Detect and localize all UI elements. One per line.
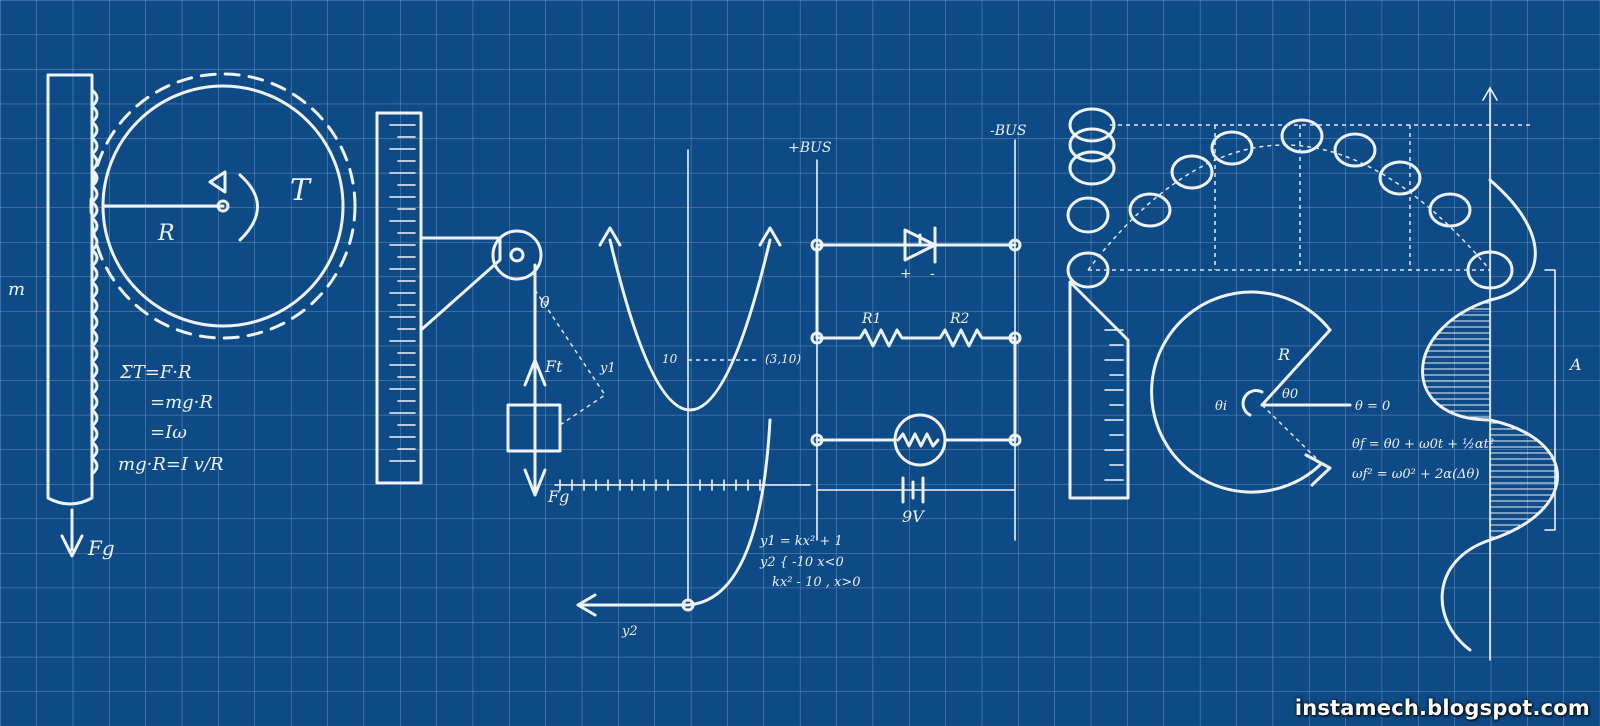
mass-label: m <box>8 279 25 300</box>
rotation-radius-label: R <box>1277 345 1290 364</box>
bus-plus-label: +BUS <box>788 140 831 156</box>
tick-10-label: 10 <box>662 352 678 366</box>
letter-s-circuit <box>810 139 1022 541</box>
theta-i-label: θi <box>1215 399 1227 414</box>
letter-s-wave <box>1421 178 1559 652</box>
theta-0-label: θ0 <box>1282 387 1298 402</box>
led-minus-label: - <box>930 266 935 282</box>
curve-y1-label: y1 <box>599 361 616 376</box>
letter-y-graph <box>554 149 811 617</box>
equation-y1: y1 = kx² + 1 <box>759 534 843 549</box>
torque-equation-3: =Iω <box>150 422 187 443</box>
resistor-r2-label: R2 <box>949 311 970 327</box>
battery-label: 9V <box>902 507 925 526</box>
equation-y2b: kx² - 10 , x>0 <box>772 575 861 590</box>
force-gravity-label: Fg <box>87 536 115 560</box>
resistor-r1-label: R1 <box>861 311 881 327</box>
curve-y2-label: y2 <box>621 624 638 639</box>
point-label: (3,10) <box>765 352 801 366</box>
led-plus-label: + <box>900 266 912 282</box>
torque-equation-4: mg·R=I v/R <box>118 454 224 475</box>
letter-p-gear-rack <box>46 72 357 558</box>
rotation-equation-2: ωf² = ω0² + 2α(Δθ) <box>1352 467 1479 482</box>
theta-zero-label: θ = 0 <box>1355 399 1390 414</box>
rotation-equation-1: θf = θ0 + ω0t + ½αt² <box>1352 437 1494 452</box>
letter-h-pulley <box>375 111 607 497</box>
letter-c-rotation <box>1150 290 1352 494</box>
torque-equation-2: =mg·R <box>150 392 213 413</box>
angle-label-h: θ <box>540 293 550 312</box>
equation-y2a: y2 { -10 x<0 <box>759 555 844 570</box>
gravity-force-label-h: Fg <box>547 487 569 506</box>
torque-equation-1: ΣT=F·R <box>119 362 192 383</box>
bus-minus-label: -BUS <box>990 123 1026 139</box>
amplitude-label: A <box>1568 355 1582 374</box>
torque-label: T <box>290 173 312 208</box>
tension-force-label: Ft <box>544 357 563 376</box>
watermark-text: instamech.blogspot.com <box>1294 696 1590 720</box>
radius-label: R <box>157 221 175 246</box>
